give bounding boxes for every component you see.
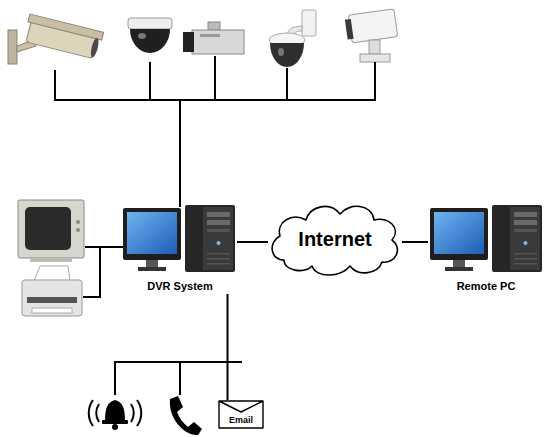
envelope-outline [219,401,263,428]
pan-tilt-camera [345,19,354,40]
peripheral-wiring [83,296,101,298]
box-camera [200,34,220,37]
camera-wiring [54,56,376,207]
bullet-camera [89,37,100,58]
ptz-camera [270,43,304,67]
peripheral-wiring [99,246,101,298]
peripheral-wiring [83,246,123,298]
camera-wiring [374,62,376,101]
pan-tilt-camera [344,9,397,62]
telephone-handset [170,396,202,435]
printer [32,308,72,313]
dome-camera [138,33,146,39]
ptz-camera [269,10,316,67]
pan-tilt-camera [348,9,397,43]
alarm-bell [96,404,99,422]
pan-tilt-camera [360,54,390,62]
ptz-camera [302,10,316,36]
bullet-camera [8,30,17,64]
camera-wiring [286,68,288,101]
alarm-bell [137,400,141,426]
pan-tilt-camera [369,40,380,54]
dome-camera [130,29,170,53]
printer [22,280,82,316]
crt-monitor [76,220,80,224]
bullet-camera [23,14,104,60]
crt-monitor [25,207,71,250]
network-link [402,241,428,243]
internet-cloud: Internet [268,198,402,280]
crt-monitor [30,258,72,262]
camera-wiring [54,99,376,101]
box-camera [192,30,244,54]
remote-pc: Remote PC [428,204,544,294]
bullet-camera [8,14,104,64]
camera-wiring [149,62,151,101]
printer [27,297,77,303]
alert-wiring [114,361,242,363]
network-link [227,294,229,400]
ptz-camera [278,48,284,56]
crt-monitor [76,228,80,232]
camera-wiring [54,70,56,101]
crt-monitor [18,200,84,262]
alarm-bell [131,404,134,422]
camera-wiring [179,100,181,207]
remote-computer [430,205,542,272]
alert-wiring [114,361,242,395]
alert-wiring [179,361,181,395]
dvr-system: DVR System [123,204,237,294]
pan-tilt-camera [344,9,397,44]
node-label: Remote PC [428,280,544,293]
dvr-computer [123,205,235,272]
email-envelope: Email [218,400,264,429]
box-camera [183,32,194,52]
box-camera [183,22,244,54]
alarm-bell [105,400,125,421]
printer [34,266,70,281]
bullet-camera [28,14,104,40]
box-camera [208,22,220,30]
alarm-bell [102,420,128,424]
peripheral-wiring [85,246,123,248]
node-label: DVR System [123,280,237,293]
printer [22,266,82,316]
telephone-handset [170,396,202,435]
dome-camera [128,18,172,53]
camera-wiring [214,56,216,101]
alarm-bell [89,400,93,426]
alarm-bell [112,424,118,430]
envelope-label: Email [218,415,264,426]
crt-monitor [18,200,84,258]
alarm-bell [89,400,142,430]
dome-camera [128,18,172,29]
network-link [237,241,268,243]
cloud-label: Internet [268,227,402,251]
alert-wiring [114,361,116,395]
